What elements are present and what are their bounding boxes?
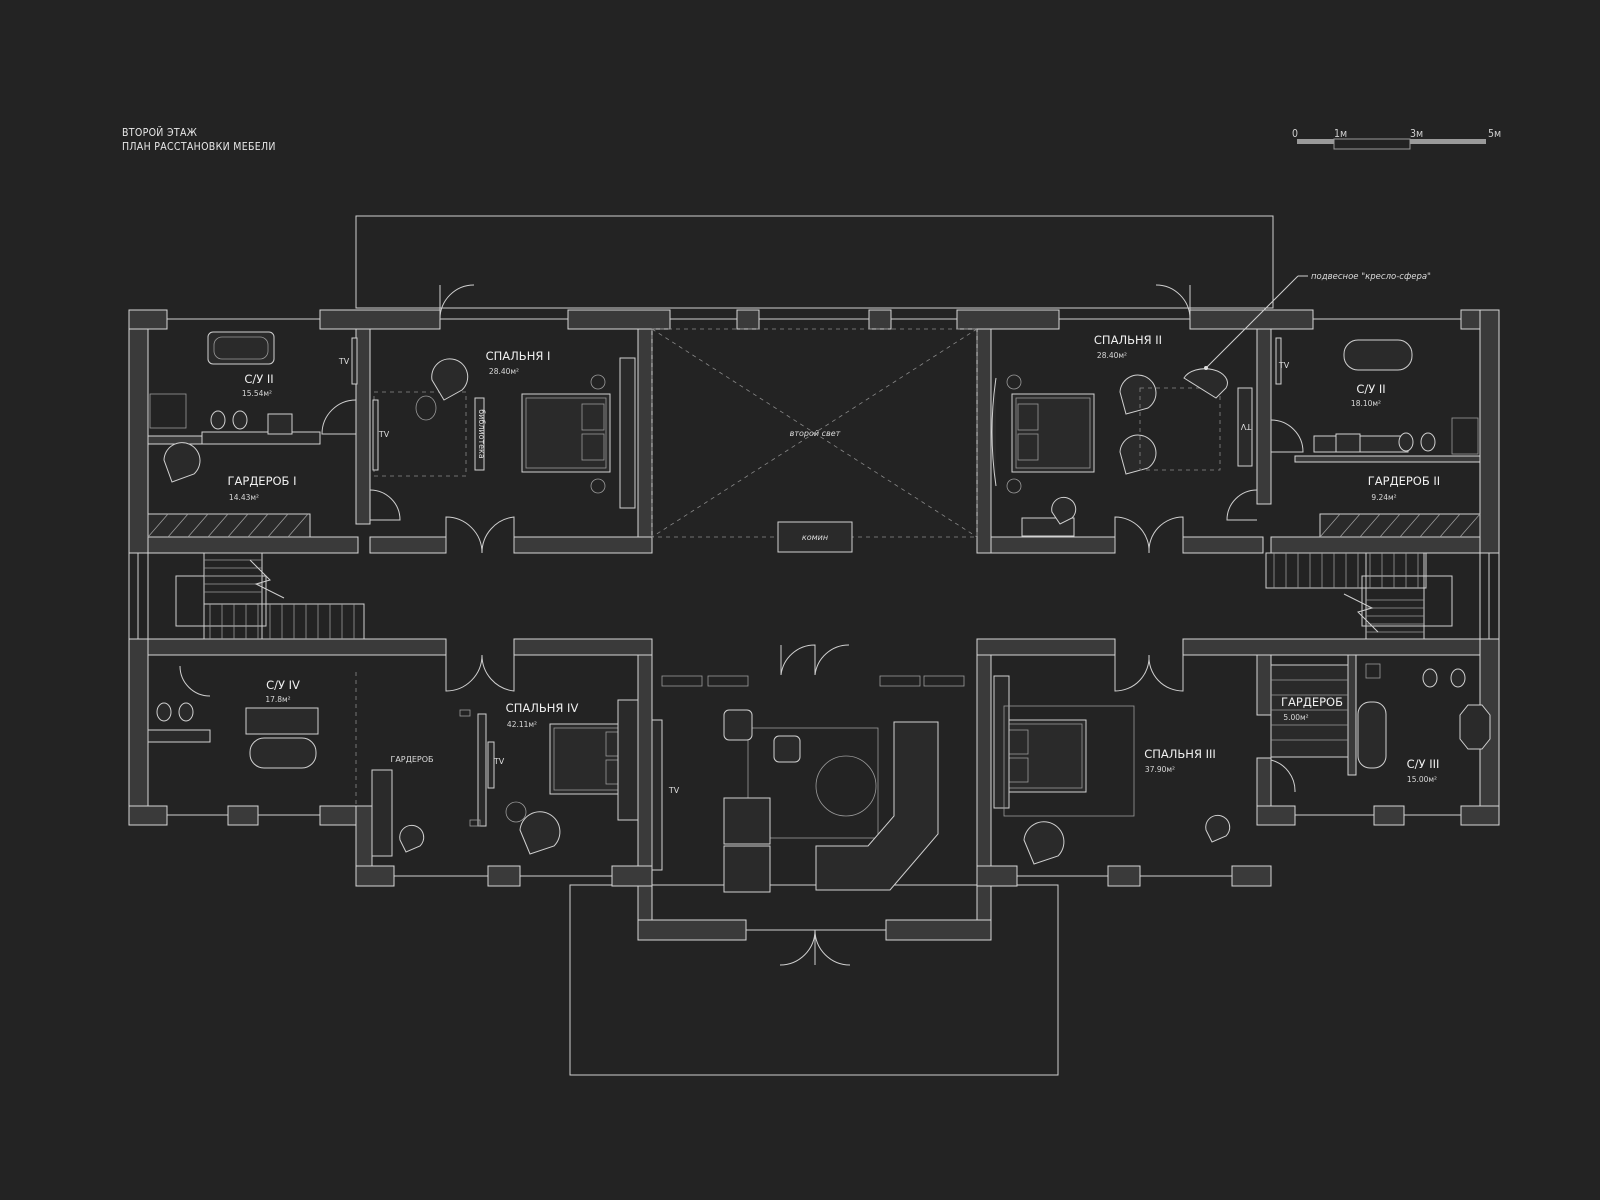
room-area-wardrobe-small: 5.00м² <box>1283 713 1308 722</box>
room-area-bath4: 17.8м² <box>265 695 290 704</box>
bidet <box>1420 432 1436 452</box>
sheet-subtitle: ПЛАН РАССТАНОВКИ МЕБЕЛИ <box>122 141 276 153</box>
tv-label-4: TV <box>1240 422 1252 431</box>
library-shelf <box>474 397 485 471</box>
armchair <box>431 358 469 401</box>
round-table <box>815 755 877 817</box>
sink <box>267 413 293 435</box>
tv-label-1: TV <box>338 357 350 366</box>
scale-bar <box>1297 138 1486 150</box>
room-area-wardrobe2: 9.24м² <box>1371 493 1396 502</box>
tv-label-2: TV <box>378 430 390 439</box>
sink <box>1459 704 1491 750</box>
toilet <box>1398 432 1414 452</box>
headboard <box>991 377 997 487</box>
room-area-bedroom4: 42.11м² <box>507 720 537 729</box>
furniture <box>147 331 1491 893</box>
toilet <box>210 410 226 430</box>
bathtub <box>1357 701 1387 769</box>
room-area-wardrobe1: 14.43м² <box>229 493 259 502</box>
bathtub <box>249 737 317 769</box>
doors <box>179 284 1304 966</box>
sink <box>1335 433 1361 453</box>
armchair <box>723 709 753 741</box>
room-name-bedroom4: СПАЛЬНЯ IV <box>506 701 579 715</box>
bed <box>1011 393 1095 473</box>
library-label: библиотека <box>477 409 486 459</box>
bidet <box>178 702 194 722</box>
armchair <box>1119 374 1157 415</box>
bidet <box>232 410 248 430</box>
wardrobe-label: ГАРДЕРОБ <box>390 755 433 764</box>
bidet <box>1450 668 1466 688</box>
scale-label-1m: 1м <box>1334 128 1348 140</box>
armchair <box>773 735 801 763</box>
bed <box>1003 719 1087 793</box>
headboard-wall <box>619 357 636 509</box>
scale-label-0: 0 <box>1292 128 1299 140</box>
stairs <box>175 552 1453 640</box>
room-name-bath4: С/У IV <box>266 678 300 692</box>
room-area-bedroom3: 37.90м² <box>1145 765 1175 774</box>
tv-label-6: TV <box>668 786 680 795</box>
room-name-bath3: С/У III <box>1407 757 1440 771</box>
armchair <box>1023 821 1065 865</box>
room-area-bath2-left: 15.54м² <box>242 389 272 398</box>
chimney-label: комин <box>802 533 828 542</box>
tv-panel <box>372 399 379 471</box>
wardrobe-cabinets <box>147 513 1481 857</box>
misc-labels: ГАРДЕРОБ второй свет комин TV TV TV TV T… <box>338 357 1290 795</box>
room-name-bedroom2: СПАЛЬНЯ II <box>1094 333 1162 347</box>
tv-panel <box>487 741 495 789</box>
armchair <box>519 811 561 855</box>
bed <box>521 393 611 473</box>
scale-label-5m: 5м <box>1488 128 1502 140</box>
room-name-wardrobe1: ГАРДЕРОБ I <box>228 474 297 488</box>
room-area-bedroom1: 28.40м² <box>489 367 519 376</box>
armchair <box>1119 434 1157 475</box>
room-name-bedroom3: СПАЛЬНЯ III <box>1144 747 1216 761</box>
walls <box>128 309 1500 941</box>
room-name-bath2-right: С/У II <box>1356 382 1385 396</box>
toilet <box>1422 668 1438 688</box>
lower-terrace <box>569 884 1059 1076</box>
chimney-block <box>777 521 853 553</box>
headboard-wall <box>617 699 639 821</box>
sphere-chair <box>1183 368 1228 399</box>
toilet <box>156 702 172 722</box>
sheet-title: ВТОРОЙ ЭТАЖ <box>122 127 198 139</box>
room-area-bath3: 15.00м² <box>1407 775 1437 784</box>
second-light-void <box>651 328 978 553</box>
scale-label-3m: 3м <box>1410 128 1424 140</box>
room-name-wardrobe-small: ГАРДЕРОБ <box>1281 695 1343 709</box>
tv-panel <box>651 719 663 871</box>
tv-panel <box>1237 387 1253 467</box>
bathtub <box>1343 339 1413 371</box>
room-name-bedroom1: СПАЛЬНЯ I <box>486 349 551 363</box>
ottoman <box>723 797 771 845</box>
room-name-wardrobe2: ГАРДЕРОБ II <box>1368 474 1440 488</box>
room-labels: С/У II 15.54м² ГАРДЕРОБ I 14.43м² СПАЛЬН… <box>228 333 1441 784</box>
bathtub <box>207 331 275 365</box>
sphere-chair-note: подвесное "кресло-сфера" <box>1311 272 1431 282</box>
sphere-chair-callout: подвесное "кресло-сфера" <box>1204 272 1431 370</box>
shelving <box>477 713 487 827</box>
corner-sofa <box>815 721 939 891</box>
room-area-bath2-right: 18.10м² <box>1351 399 1381 408</box>
tv-label-5: TV <box>493 757 505 766</box>
headboard-wall <box>993 675 1010 809</box>
room-name-bath2-left: С/У II <box>244 372 273 386</box>
armchair <box>163 442 201 483</box>
upper-terrace <box>355 215 1274 309</box>
room-area-bedroom2: 28.40м² <box>1097 351 1127 360</box>
second-light-label: второй свет <box>790 429 841 438</box>
ottoman <box>723 845 771 893</box>
tv-label-3: TV <box>1278 361 1290 370</box>
